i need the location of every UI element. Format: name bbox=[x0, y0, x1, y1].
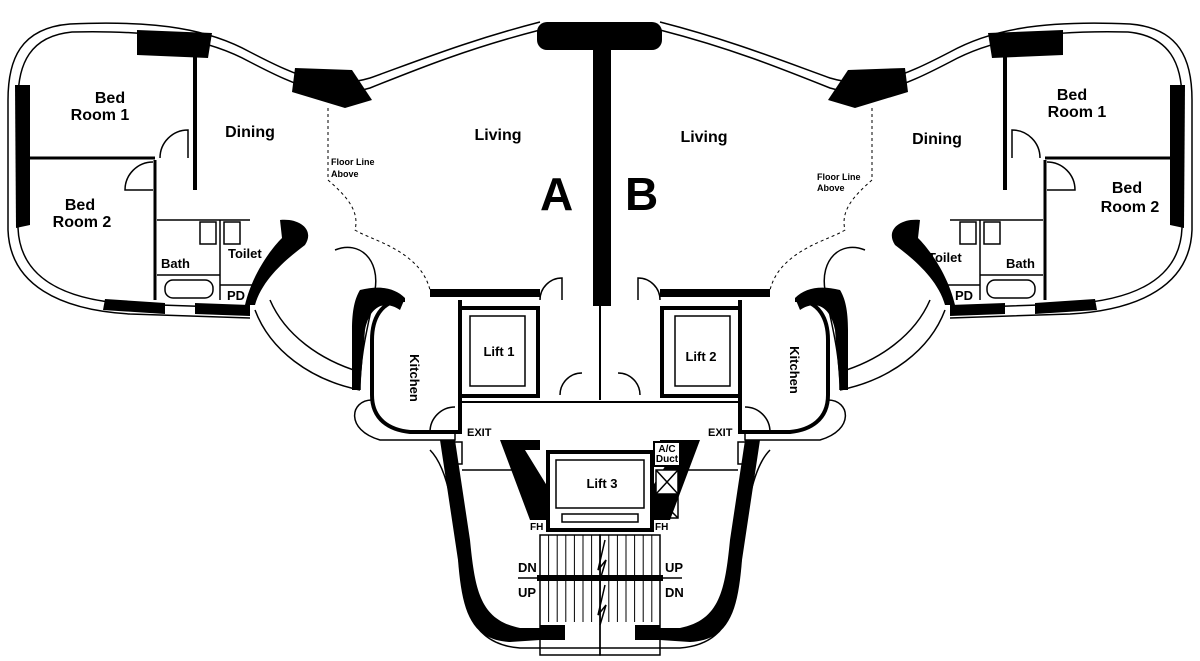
living-label: Living bbox=[680, 129, 727, 146]
bath-label: Bath bbox=[1006, 256, 1035, 271]
bedroom-1-label: Bed bbox=[95, 90, 125, 107]
bedroom-1-label-line2: Room 1 bbox=[1048, 104, 1107, 121]
bath-label: Bath bbox=[161, 256, 190, 271]
lift-3-shaft bbox=[546, 450, 654, 532]
lift-1-label: Lift 1 bbox=[483, 344, 514, 359]
living-label: Living bbox=[474, 127, 521, 144]
floor-line-label-line2: Above bbox=[331, 169, 359, 179]
toilet-label: Toilet bbox=[228, 246, 262, 261]
exit-label: EXIT bbox=[467, 427, 492, 439]
lift-3-label: Lift 3 bbox=[586, 476, 617, 491]
bedroom-2-label-line2: Room 2 bbox=[1101, 199, 1160, 216]
unit-b-label: B bbox=[625, 168, 658, 220]
stair-dn-label: DN bbox=[665, 585, 684, 600]
unit-a-label: A bbox=[540, 168, 573, 220]
dining-label: Dining bbox=[912, 131, 962, 148]
bedroom-1-label-line2: Room 1 bbox=[71, 107, 130, 124]
lift-2-label: Lift 2 bbox=[685, 349, 716, 364]
exit-label: EXIT bbox=[708, 427, 733, 439]
stair-up-label: UP bbox=[665, 560, 683, 575]
fh-label: FH bbox=[530, 522, 543, 533]
bedroom-2-label: Bed bbox=[65, 197, 95, 214]
bedroom-2-label: Bed bbox=[1112, 180, 1142, 197]
floor-line-label: Floor Line bbox=[331, 157, 375, 167]
kitchen-label: Kitchen bbox=[787, 346, 802, 394]
floor-line-label-line2: Above bbox=[817, 183, 845, 193]
pd-label: PD bbox=[227, 288, 245, 303]
stair-up-label: UP bbox=[518, 585, 536, 600]
kitchen-label: Kitchen bbox=[407, 354, 422, 402]
stair-break-line bbox=[597, 539, 607, 626]
hr-label: HR bbox=[682, 446, 693, 461]
pd-label: PD bbox=[955, 288, 973, 303]
center-pier bbox=[537, 22, 662, 50]
bedroom-1-label: Bed bbox=[1057, 87, 1087, 104]
ac-duct-label-line2: Duct bbox=[656, 454, 679, 465]
party-wall bbox=[593, 48, 611, 306]
stair-dn-label: DN bbox=[518, 560, 537, 575]
ac-duct-label: A/C bbox=[658, 444, 675, 455]
dining-label: Dining bbox=[225, 124, 275, 141]
bedroom-2-label-line2: Room 2 bbox=[53, 214, 112, 231]
toilet-label: Toilet bbox=[928, 250, 962, 265]
floor-line-label: Floor Line bbox=[817, 172, 861, 182]
fh-label: FH bbox=[655, 522, 668, 533]
